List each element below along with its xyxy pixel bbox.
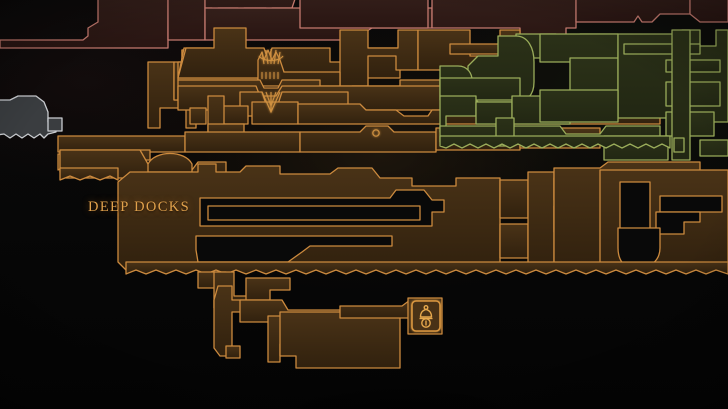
- orange-east-void-b[interactable]: [659, 195, 723, 213]
- orange-room-lower-big[interactable]: [279, 311, 401, 369]
- red-room-east-upper[interactable]: [299, 0, 429, 29]
- orange-room-row-c[interactable]: [299, 125, 437, 153]
- area-name-label: DEEP DOCKS: [88, 199, 190, 215]
- green-room-scallop-bottom[interactable]: [439, 135, 671, 149]
- green-room-bar-e[interactable]: [699, 139, 728, 157]
- orange-room-row-b[interactable]: [184, 131, 301, 153]
- red-room-east-tail[interactable]: [575, 0, 691, 23]
- orange-room-long-corridor-1[interactable]: [189, 107, 207, 125]
- orange-core-void-c[interactable]: [207, 205, 421, 221]
- green-room-tiny-a[interactable]: [673, 137, 685, 153]
- red-room-far-east[interactable]: [689, 0, 728, 23]
- orange-room-lower-tee[interactable]: [245, 277, 291, 301]
- orange-room-left-chamber-bump[interactable]: [147, 152, 193, 173]
- green-room-center-block-b[interactable]: [539, 89, 619, 123]
- gray-room-nub[interactable]: [47, 117, 63, 132]
- region-western-gray[interactable]: [0, 95, 63, 139]
- bellway-station-marker[interactable]: [411, 300, 441, 332]
- orange-room-lower-bridge[interactable]: [339, 299, 415, 319]
- orange-room-col-bridge[interactable]: [527, 171, 555, 271]
- red-room-west[interactable]: [0, 0, 169, 49]
- orange-room-long-corridor-3[interactable]: [251, 101, 299, 125]
- red-room-central[interactable]: [167, 0, 206, 41]
- orange-room-col-a[interactable]: [499, 179, 529, 219]
- orange-room-col-b[interactable]: [499, 223, 529, 259]
- gray-room-main[interactable]: [0, 95, 57, 139]
- orange-room-lower-dot[interactable]: [225, 345, 241, 359]
